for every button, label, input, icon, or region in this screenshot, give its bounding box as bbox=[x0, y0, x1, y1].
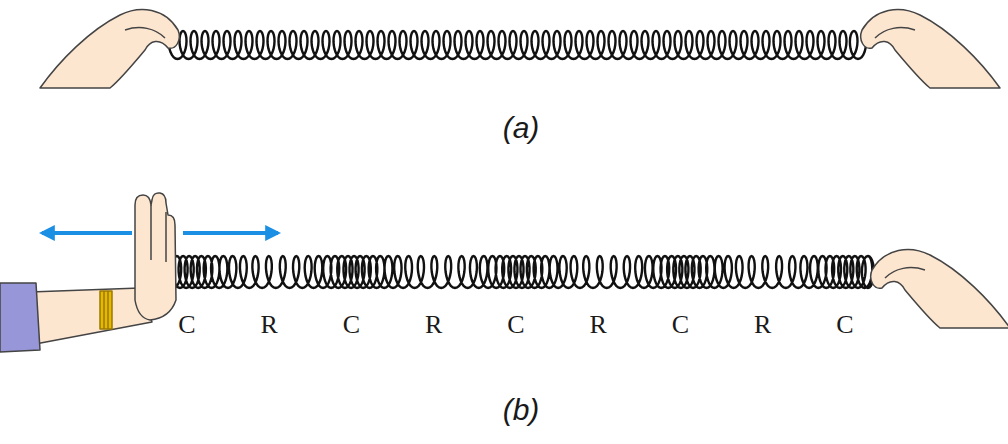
region-letter: R bbox=[590, 312, 607, 338]
motion-arrow bbox=[42, 231, 132, 235]
figure-label: (b) bbox=[503, 395, 540, 425]
motion-arrow bbox=[183, 231, 278, 235]
pushing-hand bbox=[0, 193, 176, 352]
figure-label: (a) bbox=[503, 113, 540, 143]
region-letter: C bbox=[343, 312, 360, 338]
hand bbox=[40, 10, 179, 88]
hand bbox=[861, 10, 1000, 88]
region-letter: R bbox=[754, 312, 771, 338]
region-letter: R bbox=[425, 312, 442, 338]
hand bbox=[871, 250, 1008, 328]
region-letter: C bbox=[178, 312, 195, 338]
region-letter: C bbox=[672, 312, 689, 338]
region-letter: C bbox=[507, 312, 524, 338]
coil-group bbox=[166, 31, 874, 288]
slinky-coil bbox=[168, 31, 866, 59]
slinky-coil bbox=[166, 256, 874, 288]
region-letter: R bbox=[261, 312, 278, 338]
region-letter: C bbox=[836, 312, 853, 338]
